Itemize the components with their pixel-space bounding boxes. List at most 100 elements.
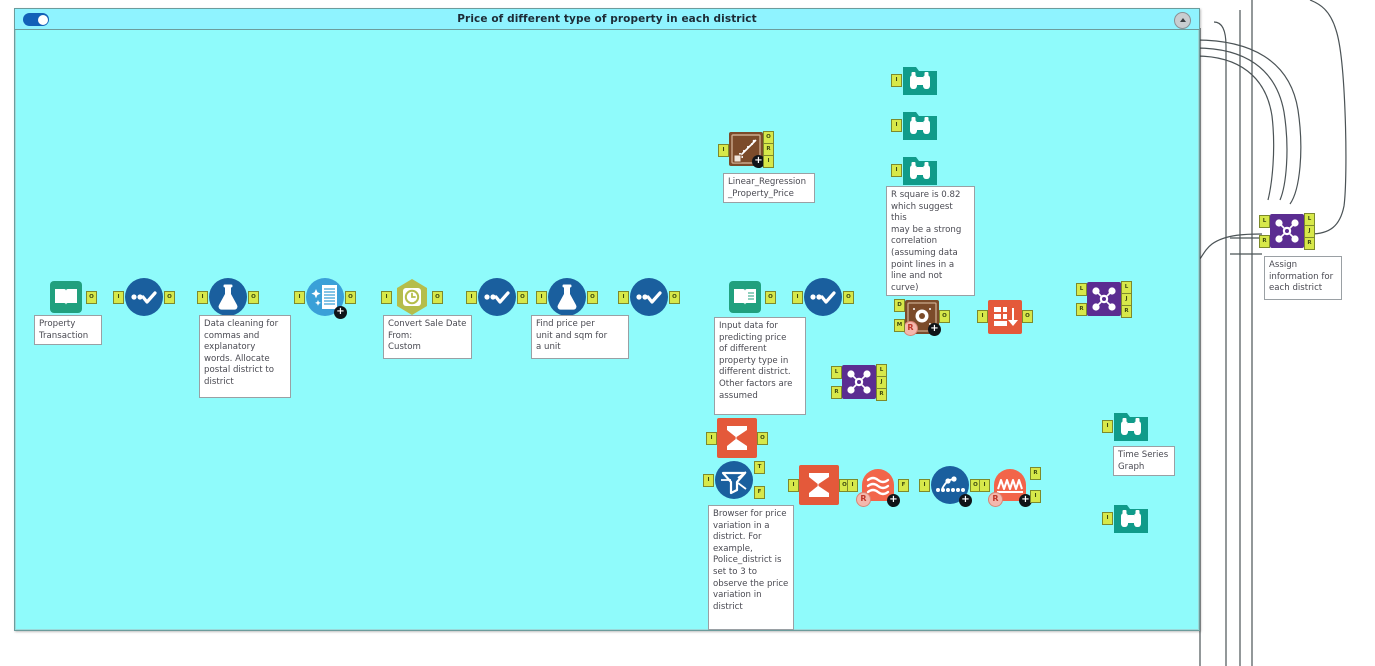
data-cleansing-tool-2[interactable]: I O — [536, 277, 598, 317]
input-anchor[interactable]: I — [919, 479, 930, 492]
cross-tab-tool[interactable]: I O — [977, 300, 1033, 334]
ts-filler-icon — [858, 465, 898, 505]
output-anchor-right[interactable]: R — [1121, 305, 1132, 318]
output-anchor[interactable]: O — [164, 291, 175, 304]
plus-badge-icon: + — [959, 494, 972, 507]
container-enable-toggle[interactable] — [23, 13, 49, 26]
output-anchor-i[interactable]: I — [763, 155, 774, 168]
output-anchor-i[interactable]: I — [1030, 490, 1041, 503]
output-anchor[interactable]: O — [669, 291, 680, 304]
output-anchor[interactable]: O — [765, 291, 776, 304]
output-anchor-right[interactable]: R — [876, 388, 887, 401]
input-anchor[interactable]: I — [891, 74, 902, 87]
input-anchor[interactable]: I — [792, 291, 803, 304]
output-anchor[interactable]: O — [1022, 310, 1033, 323]
book-open-icon — [46, 277, 86, 317]
input-anchor[interactable]: I — [618, 291, 629, 304]
data-cleansing-tool[interactable]: I O — [197, 277, 259, 317]
join-tool-3[interactable]: L R L J R — [1259, 213, 1315, 250]
output-anchor-right[interactable]: R — [1304, 237, 1315, 250]
input-anchor-d[interactable]: D — [894, 299, 905, 312]
ts-forecast-icon — [990, 465, 1030, 505]
select-tool-3[interactable]: I O — [618, 277, 680, 317]
input-data-tool-2[interactable]: O — [725, 277, 776, 317]
plus-badge-icon: + — [887, 494, 900, 507]
note-find-price: Find price per unit and sqm for a unit — [531, 315, 629, 359]
input-anchor-right[interactable]: R — [1076, 303, 1087, 316]
binoculars-icon — [902, 62, 938, 98]
input-anchor-left[interactable]: L — [1076, 283, 1087, 296]
output-anchor-false[interactable]: F — [754, 486, 765, 499]
output-anchor-r[interactable]: R — [1030, 467, 1041, 480]
plus-badge-icon: + — [928, 323, 941, 336]
input-anchor-right[interactable]: R — [1259, 235, 1270, 248]
output-anchor[interactable]: O — [939, 310, 950, 323]
browse-tool-5[interactable]: I — [1102, 500, 1149, 536]
select-tool-4[interactable]: I O — [792, 277, 854, 317]
note-assign-info: Assign information for each district — [1264, 256, 1342, 300]
output-anchor[interactable]: O — [843, 291, 854, 304]
ts-model-tool[interactable]: + I O — [919, 465, 981, 507]
summarize-tool-2[interactable]: I O — [788, 465, 850, 505]
output-anchor[interactable]: O — [757, 432, 768, 445]
plus-badge-icon: + — [752, 155, 765, 168]
note-property-transaction: Property Transaction — [34, 315, 102, 345]
filter-tool[interactable]: I T F — [703, 460, 765, 500]
browse-tool-1[interactable]: I — [891, 62, 938, 98]
input-anchor[interactable]: I — [113, 291, 124, 304]
output-anchor-true[interactable]: T — [754, 461, 765, 474]
select-tool[interactable]: I O — [113, 277, 175, 317]
select-tool-2[interactable]: I O — [466, 277, 528, 317]
input-anchor-m[interactable]: M — [894, 319, 905, 332]
input-anchor[interactable]: I — [977, 310, 988, 323]
linear-regression-tool[interactable]: + I O R I — [718, 131, 774, 168]
input-anchor[interactable]: I — [536, 291, 547, 304]
output-anchor[interactable]: O — [86, 291, 97, 304]
input-anchor[interactable]: I — [294, 291, 305, 304]
input-anchor[interactable]: I — [706, 432, 717, 445]
datetime-tool[interactable]: I O — [381, 277, 443, 317]
input-anchor-left[interactable]: L — [1259, 215, 1270, 228]
formula-tool[interactable]: + I O — [294, 277, 356, 319]
input-anchor[interactable]: I — [1102, 512, 1113, 525]
input-anchor-left[interactable]: L — [831, 366, 842, 379]
output-anchor[interactable]: O — [587, 291, 598, 304]
input-anchor[interactable]: I — [891, 164, 902, 177]
checkmark-dots-icon — [803, 277, 843, 317]
input-anchor[interactable]: I — [718, 144, 729, 157]
crosstab-icon — [988, 300, 1022, 334]
ts-model-icon — [930, 465, 970, 505]
document-sparkle-icon — [305, 277, 345, 317]
ts-forecast-tool[interactable]: + R I R I — [979, 465, 1041, 507]
browse-tool-2[interactable]: I — [891, 107, 938, 143]
join-tool-2[interactable]: L R L J R — [831, 364, 887, 401]
input-anchor[interactable]: I — [381, 291, 392, 304]
summarize-tool-1[interactable]: I O — [706, 418, 768, 458]
input-anchor-right[interactable]: R — [831, 386, 842, 399]
input-anchor[interactable]: I — [847, 479, 858, 492]
note-r-square: R square is 0.82 which suggest this may … — [886, 186, 975, 296]
container-title-text: Price of different type of property in e… — [457, 13, 757, 25]
input-anchor[interactable]: I — [1102, 420, 1113, 433]
input-anchor[interactable]: I — [466, 291, 477, 304]
output-anchor[interactable]: O — [432, 291, 443, 304]
input-anchor[interactable]: I — [197, 291, 208, 304]
join-tool-1[interactable]: L R L J R — [1076, 281, 1132, 318]
output-anchor[interactable]: O — [345, 291, 356, 304]
output-anchor[interactable]: F — [898, 479, 909, 492]
score-tool[interactable]: + R D M O — [894, 299, 950, 336]
container-collapse-button[interactable] — [1174, 12, 1191, 29]
input-anchor[interactable]: I — [788, 479, 799, 492]
input-anchor[interactable]: I — [703, 474, 714, 487]
plus-badge-icon: + — [334, 306, 347, 319]
input-data-tool[interactable]: O — [46, 277, 97, 317]
input-anchor[interactable]: I — [891, 119, 902, 132]
browse-tool-3[interactable]: I — [891, 152, 938, 188]
input-anchor[interactable]: I — [979, 479, 990, 492]
join-icon — [1087, 282, 1121, 316]
output-anchor[interactable]: O — [517, 291, 528, 304]
ts-filler-tool[interactable]: + R I F — [847, 465, 909, 507]
output-anchor[interactable]: O — [248, 291, 259, 304]
binoculars-icon — [1113, 408, 1149, 444]
browse-tool-4[interactable]: I — [1102, 408, 1149, 444]
